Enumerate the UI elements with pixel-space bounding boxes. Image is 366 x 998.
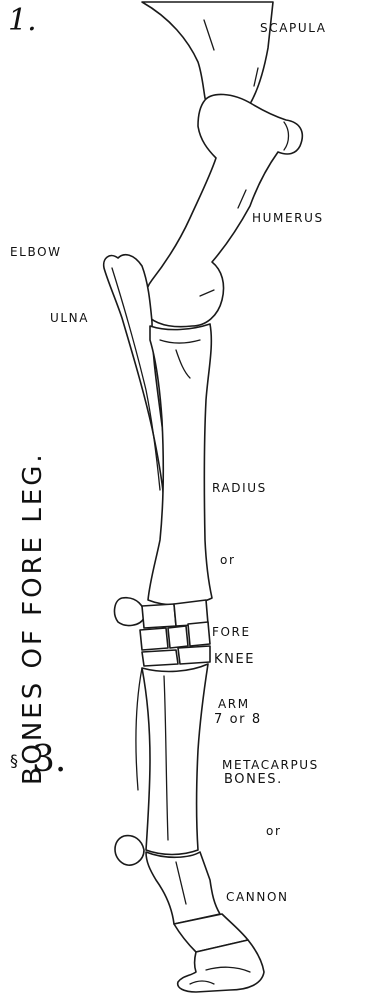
label-elbow: ELBOW — [10, 246, 62, 258]
figure-number: 1. — [8, 6, 37, 36]
metacarpus-bone — [142, 664, 208, 855]
side-figure-number: 3. — [32, 742, 66, 778]
label-radius-line: RADIUS — [212, 476, 267, 500]
label-metacarpus: METACARPUS or CANNON — [222, 710, 319, 952]
splint-bone — [136, 668, 142, 790]
carpal-bone — [140, 628, 168, 650]
carpal-bone — [178, 646, 210, 664]
sesamoid-bone — [115, 836, 144, 865]
long-pastern-bone — [146, 852, 220, 924]
label-radius-line: or — [212, 548, 267, 572]
accessory-carpal-bone — [115, 598, 145, 626]
side-mark: § — [10, 753, 18, 769]
label-knee-line: KNEE — [214, 650, 283, 670]
label-humerus: HUMERUS — [252, 212, 324, 224]
label-scapula: SCAPULA — [260, 22, 327, 34]
figure-title: BONES OF FORE LEG. — [20, 451, 46, 785]
carpal-bone — [168, 626, 188, 648]
carpal-bone — [142, 650, 178, 666]
label-metacarpus-line: METACARPUS — [222, 754, 319, 776]
carpal-bone — [188, 622, 210, 646]
label-ulna: ULNA — [50, 312, 89, 324]
label-metacarpus-line: or — [222, 820, 319, 842]
label-metacarpus-line: CANNON — [222, 886, 319, 908]
carpal-bone — [142, 604, 176, 628]
